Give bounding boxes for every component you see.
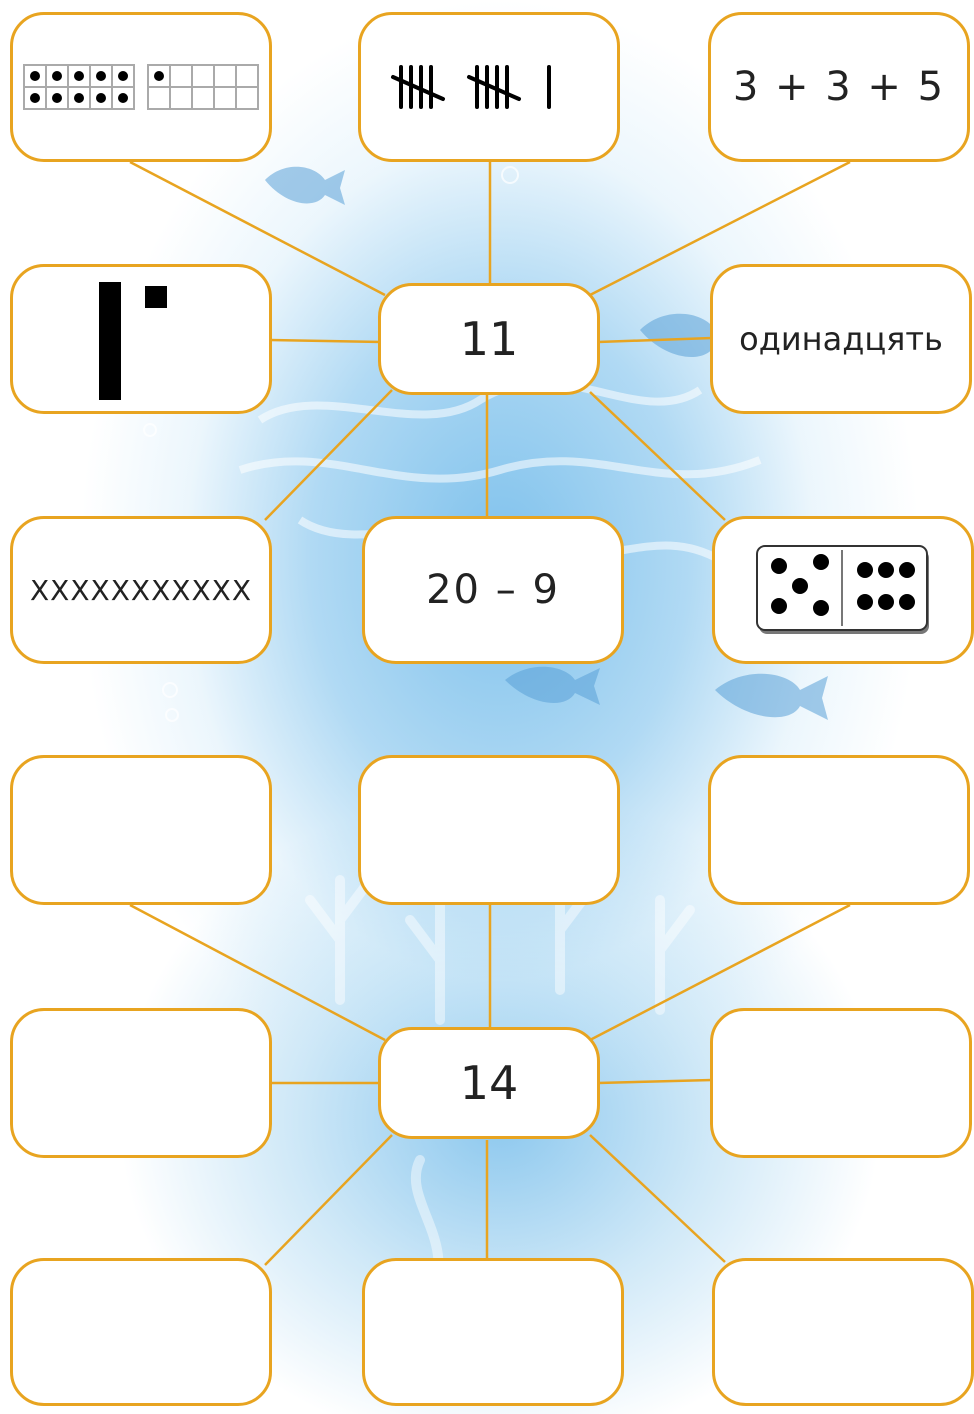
center-number-top: 11 — [460, 312, 519, 366]
empty-card-7[interactable] — [362, 1258, 624, 1406]
center-number-bottom: 14 — [460, 1056, 519, 1110]
sum-card: 3 + 3 + 5 — [708, 12, 970, 162]
domino-icon — [753, 540, 933, 640]
center-card-bottom: 14 — [378, 1027, 600, 1139]
difference-expression: 20 – 9 — [426, 567, 560, 613]
base-ten-card — [10, 264, 272, 414]
ten-frames-card — [10, 12, 272, 162]
number-word: одинадцять — [739, 320, 943, 358]
center-card-top: 11 — [378, 283, 600, 395]
xs-marks: XXXXXXXXXXX — [30, 574, 252, 607]
base-ten-blocks-icon — [91, 274, 191, 404]
tally-marks-icon — [389, 57, 589, 117]
empty-card-4[interactable] — [10, 1008, 272, 1158]
empty-card-3[interactable] — [708, 755, 970, 905]
empty-card-8[interactable] — [712, 1258, 974, 1406]
domino-card — [712, 516, 974, 664]
xs-card: XXXXXXXXXXX — [10, 516, 272, 664]
tally-card — [358, 12, 620, 162]
empty-card-2[interactable] — [358, 755, 620, 905]
empty-card-1[interactable] — [10, 755, 272, 905]
empty-card-6[interactable] — [10, 1258, 272, 1406]
ten-frames-icon — [16, 57, 266, 117]
empty-card-5[interactable] — [710, 1008, 972, 1158]
sum-expression: 3 + 3 + 5 — [733, 64, 945, 110]
difference-card: 20 – 9 — [362, 516, 624, 664]
word-card: одинадцять — [710, 264, 972, 414]
